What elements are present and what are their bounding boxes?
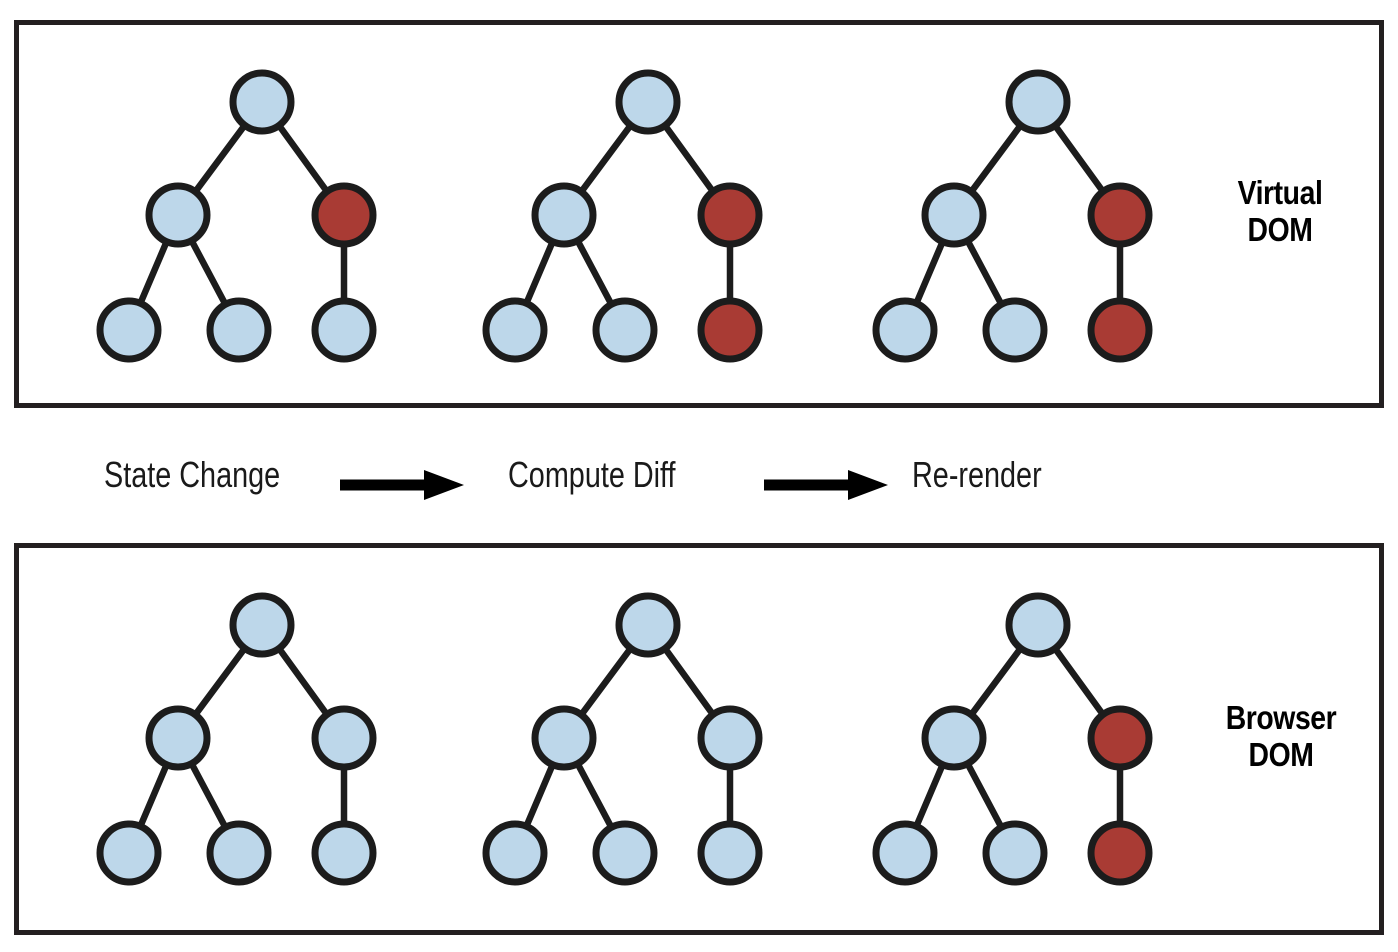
tree-edge: [174, 98, 266, 219]
tree-edge: [174, 621, 266, 742]
browser-dom-panel: [14, 543, 1384, 935]
tree-edge: [950, 734, 1019, 857]
tree-edge: [950, 98, 1042, 219]
tree-node-blue: [311, 820, 377, 886]
tree-edge: [950, 621, 1042, 742]
tree-node-blue: [229, 592, 295, 658]
tree-node-blue: [96, 820, 162, 886]
tree-node-blue: [145, 182, 211, 248]
tree-edge: [258, 621, 348, 742]
browser-dom-tree-2: [482, 592, 763, 886]
tree-edge: [174, 734, 243, 857]
tree-node-blue: [531, 182, 597, 248]
tree-node-blue: [206, 297, 272, 363]
virtual-dom-tree-3: [872, 69, 1153, 363]
tree-node-blue: [145, 705, 211, 771]
tree-edge: [1034, 621, 1124, 742]
flow-step-state-change: State Change: [104, 454, 281, 495]
tree-node-blue: [206, 820, 272, 886]
virtual-dom-tree-group: [96, 69, 1153, 363]
tree-edge: [125, 211, 182, 334]
arrow-right-icon: [764, 470, 888, 500]
tree-node-blue: [311, 705, 377, 771]
tree-node-blue: [982, 297, 1048, 363]
tree-node-blue: [615, 592, 681, 658]
tree-edge: [511, 211, 568, 334]
tree-node-blue: [1005, 592, 1071, 658]
tree-node-blue: [921, 705, 987, 771]
tree-node-blue: [872, 820, 938, 886]
tree-node-red: [1087, 182, 1153, 248]
tree-node-red: [697, 182, 763, 248]
tree-node-blue: [1005, 69, 1071, 135]
virtual-dom-tree-1: [96, 69, 377, 363]
flow-step-compute-diff: Compute Diff: [508, 454, 676, 495]
tree-node-blue: [311, 297, 377, 363]
virtual-dom-tree-2: [482, 69, 763, 363]
tree-node-red: [311, 182, 377, 248]
tree-node-blue: [229, 69, 295, 135]
tree-edge: [644, 621, 734, 742]
tree-edge: [950, 211, 1019, 334]
tree-edge: [560, 621, 652, 742]
flow-row: State Change Compute Diff Re-render: [0, 440, 1398, 515]
tree-node-blue: [615, 69, 681, 135]
tree-node-red: [1087, 297, 1153, 363]
tree-edge: [174, 211, 243, 334]
tree-node-blue: [482, 297, 548, 363]
tree-node-blue: [982, 820, 1048, 886]
browser-dom-label: Browser DOM: [1225, 699, 1337, 773]
tree-node-blue: [592, 820, 658, 886]
tree-node-blue: [592, 297, 658, 363]
tree-node-blue: [697, 820, 763, 886]
tree-node-red: [1087, 820, 1153, 886]
tree-node-blue: [697, 705, 763, 771]
flow-step-re-render: Re-render: [912, 454, 1042, 495]
tree-edge: [511, 734, 568, 857]
tree-edge: [560, 211, 629, 334]
tree-node-blue: [872, 297, 938, 363]
tree-node-blue: [482, 820, 548, 886]
tree-node-blue: [96, 297, 162, 363]
tree-node-blue: [921, 182, 987, 248]
tree-edge: [560, 734, 629, 857]
tree-edge: [258, 98, 348, 219]
virtual-dom-panel: [14, 20, 1384, 408]
tree-edge: [560, 98, 652, 219]
tree-edge: [1034, 98, 1124, 219]
browser-dom-tree-group: [96, 592, 1153, 886]
tree-edge: [644, 98, 734, 219]
tree-node-blue: [531, 705, 597, 771]
virtual-dom-label: Virtual DOM: [1237, 174, 1323, 248]
arrow-right-icon: [340, 470, 464, 500]
browser-dom-tree-1: [96, 592, 377, 886]
tree-node-red: [697, 297, 763, 363]
browser-dom-tree-3: [872, 592, 1153, 886]
tree-edge: [901, 734, 958, 857]
tree-edge: [125, 734, 182, 857]
tree-node-red: [1087, 705, 1153, 771]
tree-edge: [901, 211, 958, 334]
